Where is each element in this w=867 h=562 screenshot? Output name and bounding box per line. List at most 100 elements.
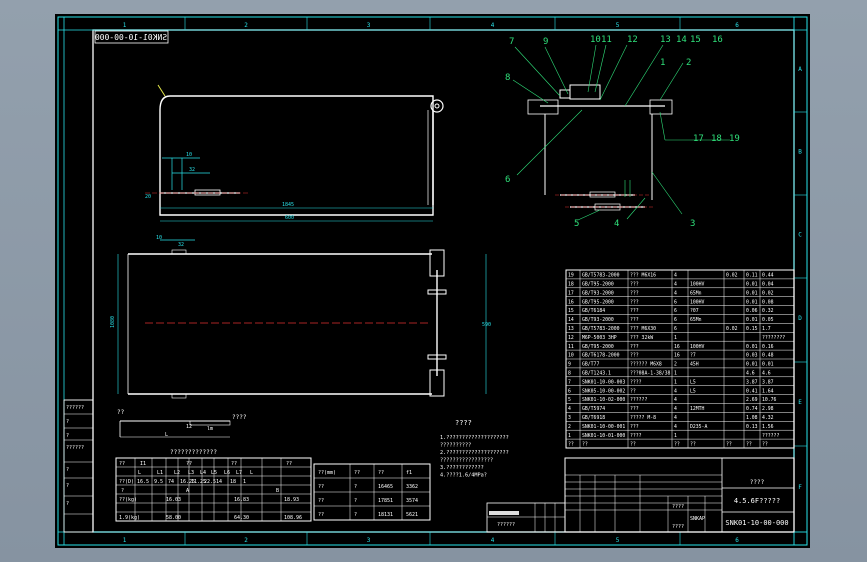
zone-number: 4 xyxy=(491,22,495,29)
svg-text:????: ???? xyxy=(232,414,247,421)
bom-cell: ??? xyxy=(630,317,639,323)
zone-number: 5 xyxy=(616,537,620,544)
tech-notes-title: ???? xyxy=(455,419,472,427)
bom-cell: 5 xyxy=(568,397,571,403)
bom-cell: 4 xyxy=(568,406,571,412)
bom-cell: 0.16 xyxy=(762,344,774,350)
svg-text:L5: L5 xyxy=(211,470,217,476)
tech-note: 2.???????????????????? xyxy=(440,450,509,456)
tech-note: 1.???????????????????? xyxy=(440,435,509,441)
bom-cell: L5 xyxy=(690,379,696,385)
bom-cell: ??? xyxy=(630,290,639,296)
svg-text:L3: L3 xyxy=(188,470,194,476)
svg-text:590: 590 xyxy=(482,322,491,328)
bom-cell: ?07 xyxy=(690,308,699,314)
bom-cell: 10.76 xyxy=(762,397,777,403)
balloon-label: 8 xyxy=(505,73,510,83)
zone-number: 6 xyxy=(735,537,739,544)
bom-cell: 2.98 xyxy=(762,406,774,412)
bom-cell: GB/T95-2000 xyxy=(582,344,614,350)
bom-cell: 65Mn xyxy=(690,290,702,296)
svg-text:600: 600 xyxy=(285,215,294,221)
strip-label: ?????? xyxy=(66,445,84,451)
svg-text:1080: 1080 xyxy=(110,316,116,328)
bom-cell: 2 xyxy=(674,362,677,368)
bom-cell: ????? M-8 xyxy=(630,415,656,421)
svg-text:f1: f1 xyxy=(406,470,412,476)
bom-cell: GB/T6918 xyxy=(582,415,605,421)
bom-cell: 100HV xyxy=(690,282,705,288)
bom-cell: 0.01 xyxy=(762,362,774,368)
svg-text:??(D): ??(D) xyxy=(119,479,134,485)
svg-text:??: ?? xyxy=(117,409,125,416)
balloon-label: 19 xyxy=(729,134,740,144)
bom-cell: 4 xyxy=(674,282,677,288)
svg-text:??: ?? xyxy=(231,461,237,467)
balloon-label: 5 xyxy=(574,219,579,229)
svg-text:??: ?? xyxy=(119,461,125,467)
svg-text:?: ? xyxy=(354,484,357,490)
balloon-label: 16 xyxy=(712,35,723,45)
bom-cell: 45H xyxy=(690,362,699,368)
bom-cell: 100HV xyxy=(690,299,705,305)
svg-text:74: 74 xyxy=(168,479,174,485)
strip-label: ? xyxy=(66,483,69,489)
balloon-label: 14 xyxy=(676,35,687,45)
svg-text:L: L xyxy=(250,470,253,476)
svg-text:??: ?? xyxy=(318,498,324,504)
bom-cell: 1 xyxy=(674,379,677,385)
svg-text:1845: 1845 xyxy=(282,202,294,208)
bom-cell: GB/T6184 xyxy=(582,308,605,314)
bom-cell: ??? M6X16 xyxy=(630,273,656,279)
zone-number: 6 xyxy=(735,22,739,29)
zone-letter: C xyxy=(798,232,802,239)
bom-cell: 0.01 xyxy=(746,362,758,368)
bom-cell: 4.6 xyxy=(746,371,755,377)
bom-cell: 0.04 xyxy=(762,282,774,288)
strip-label: ?????? xyxy=(66,405,84,411)
svg-text:64.30: 64.30 xyxy=(234,515,249,521)
svg-text:5621: 5621 xyxy=(406,512,418,518)
bom-cell: ?????? xyxy=(630,397,647,403)
bom-cell: GB/T95-2000 xyxy=(582,282,614,288)
bom-cell: 2 xyxy=(568,424,571,430)
strip-label: ? xyxy=(66,419,69,425)
bom-cell: ?????? xyxy=(762,433,779,439)
svg-text:??: ?? xyxy=(378,470,384,476)
bom-header: ?? xyxy=(674,442,680,448)
svg-text:lm: lm xyxy=(207,426,213,432)
bom-cell: 0.32 xyxy=(762,308,774,314)
bom-cell: 12MTH xyxy=(690,406,705,412)
bom-cell: SNK01-10-01-000 xyxy=(582,433,625,439)
svg-text:??: ?? xyxy=(318,484,324,490)
svg-text:L2: L2 xyxy=(174,470,180,476)
balloon-label: 10 xyxy=(590,35,601,45)
bom-cell: 3.87 xyxy=(762,379,774,385)
balloon-label: 2 xyxy=(686,58,691,68)
bom-cell: 0.13 xyxy=(746,424,758,430)
zone-letter: F xyxy=(798,484,802,491)
svg-text:B: B xyxy=(276,488,279,494)
bom-cell: ??? xyxy=(630,282,639,288)
bom-cell: 0.15 xyxy=(746,326,758,332)
bom-header: ?? xyxy=(746,442,752,448)
svg-text:????: ???? xyxy=(672,524,684,530)
zone-number: 3 xyxy=(367,537,371,544)
bom-cell: 0.02 xyxy=(726,273,738,279)
svg-text:3574: 3574 xyxy=(406,498,418,504)
svg-text:20: 20 xyxy=(145,194,151,200)
svg-text:????: ???? xyxy=(750,479,765,486)
bom-cell: 15 xyxy=(568,308,574,314)
zone-number: 3 xyxy=(367,22,371,29)
tech-note: 3.???????????? xyxy=(440,465,484,471)
zone-number: 4 xyxy=(491,537,495,544)
zone-letter: E xyxy=(798,399,802,406)
bom-cell: GB/T95-2000 xyxy=(582,299,614,305)
bom-cell: GB/T5783-2000 xyxy=(582,273,620,279)
left-revision-strip: ????????????????? xyxy=(63,399,94,533)
bom-cell: ??? xyxy=(630,353,639,359)
